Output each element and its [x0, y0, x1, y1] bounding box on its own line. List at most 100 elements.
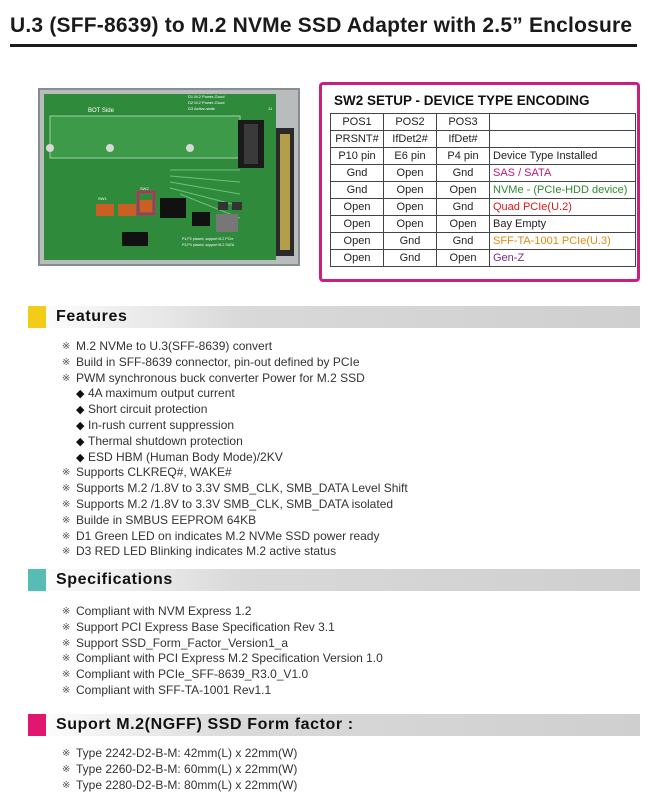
specifications-heading: Specifications — [56, 571, 173, 588]
sff8639-pins — [280, 134, 290, 250]
list-item: ※ D3 RED LED Blinking indicates M.2 activ… — [62, 544, 408, 560]
reference-mark-icon: ※ — [62, 606, 71, 617]
list-item-text: D3 RED LED Blinking indicates M.2 active… — [76, 544, 337, 559]
reference-mark-icon: ※ — [62, 530, 71, 542]
silk-sw1: SW1 — [98, 196, 107, 201]
list-item: ※ Compliant with NVM Express 1.2 — [62, 604, 383, 620]
list-item: ※Type 2260-D2-B-M: 60mm(L) x 22mm(W) — [62, 762, 297, 778]
pcb-drawing: BOT Side D1 M.2 Power-Good D2 M.2 Power-… — [44, 94, 294, 260]
mount-hole — [46, 144, 54, 152]
list-item-text: Type 2280-D2-B-M: 80mm(L) x 22mm(W) — [76, 777, 298, 792]
pin-header — [122, 232, 148, 246]
diamond-bullet-icon: ◆ — [76, 418, 85, 432]
list-item: ※ Compliant with SFF-TA-1001 Rev1.1 — [62, 683, 383, 699]
pos3-cell: Open — [436, 249, 490, 267]
m2-slot-area — [49, 115, 241, 159]
silk-note-2: P3,P4 placed, support M.2 SATA — [182, 243, 235, 247]
device-type-cell: NVMe - (PCIe-HDD device) — [489, 181, 636, 199]
title-underline — [10, 44, 637, 47]
silk-sw2: SW2 — [140, 186, 149, 191]
list-item-text: PWM synchronous buck converter Power for… — [76, 370, 365, 385]
mount-hole — [106, 144, 114, 152]
ic-chip — [192, 212, 210, 226]
sw2-dip-switch — [140, 200, 152, 212]
pos1-cell: Gnd — [330, 164, 384, 182]
reference-mark-icon: ※ — [62, 372, 71, 384]
reference-mark-icon: ※ — [62, 669, 71, 681]
list-item-text: Support PCI Express Base Specification R… — [76, 619, 335, 634]
pcb-traces — [169, 169, 241, 219]
pos3-cell: Gnd — [436, 164, 490, 182]
device-type-cell — [489, 130, 636, 148]
pos1-cell: POS1 — [330, 113, 384, 131]
list-item: ※Supports CLKREQ#, WAKE# — [62, 465, 408, 481]
form-factor-heading: Suport M.2(NGFF) SSD Form factor : — [56, 716, 354, 733]
m2-connector-slot — [244, 124, 258, 164]
pos1-cell: PRSNT# — [330, 130, 384, 148]
reference-mark-icon: ※ — [62, 356, 71, 368]
reference-mark-icon: ※ — [62, 467, 71, 479]
list-subitem: ◆4A maximum output current — [62, 386, 408, 402]
reference-mark-icon: ※ — [62, 653, 71, 665]
reference-mark-icon: ※ — [62, 498, 71, 510]
pos2-cell: Open — [383, 198, 437, 216]
form-factor-marker — [28, 714, 46, 736]
device-type-cell: Gen-Z — [489, 249, 636, 267]
list-item: ※Support PCI Express Base Specification … — [62, 620, 383, 636]
device-type-cell: Device Type Installed — [489, 147, 636, 165]
list-item-text: M.2 NVMe to U.3(SFF-8639) convert — [76, 339, 273, 353]
list-item: ※Supports M.2 /1.8V to 3.3V SMB_CLK, SMB… — [62, 481, 408, 497]
list-subitem: ◆Short circuit protection — [62, 402, 408, 418]
list-item-text: Thermal shutdown protection — [88, 433, 243, 448]
device-type-cell: SAS / SATA — [489, 164, 636, 182]
list-item-text: Supports M.2 /1.8V to 3.3V SMB_CLK, SMB_… — [76, 481, 408, 496]
pos2-cell: IfDet2# — [383, 130, 437, 148]
diamond-bullet-icon: ◆ — [76, 403, 85, 417]
list-item: ※ D1 Green LED on indicates M.2 NVMe SSD … — [62, 529, 408, 545]
pos1-cell: P10 pin — [330, 147, 384, 165]
list-item: ※ Support SSD_Form_Factor_Version1_a — [62, 636, 383, 652]
reference-mark-icon: ※ — [62, 514, 71, 526]
silk-d3: D3 Active-state — [188, 106, 216, 111]
pos2-cell: Open — [383, 164, 437, 182]
list-item-text: Compliant with SFF-TA-1001 Rev1.1 — [76, 682, 272, 697]
reference-mark-icon: ※ — [62, 684, 71, 696]
features-heading: Features — [56, 308, 128, 325]
pos2-cell: POS2 — [383, 113, 437, 131]
specifications-marker — [28, 569, 46, 591]
list-item: ※ Build in SFF-8639 connector, pin-out de… — [62, 355, 408, 371]
specifications-header: Specifications — [28, 569, 640, 591]
list-item-text: Type 2260-D2-B-M: 60mm(L) x 22mm(W) — [76, 761, 298, 776]
form-factor-header: Suport M.2(NGFF) SSD Form factor : — [28, 714, 640, 736]
features-header: Features — [28, 306, 640, 328]
list-item-text: Support SSD_Form_Factor_Version1_a — [76, 635, 289, 650]
reference-mark-icon: ※ — [62, 637, 71, 649]
diamond-bullet-icon: ◆ — [76, 450, 85, 464]
features-marker — [28, 306, 46, 328]
list-item: ※ Compliant with PCIe_SFF-8639_R3.0_V1.0 — [62, 667, 383, 683]
inductor — [216, 214, 238, 232]
list-item: ※ PWM synchronous buck converter Power fo… — [62, 371, 408, 387]
reference-mark-icon: ※ — [62, 546, 71, 558]
pos3-cell: Open — [436, 181, 490, 199]
ic-chip — [160, 198, 186, 218]
pos3-cell: IfDet# — [436, 130, 490, 148]
list-item-text: ESD HBM (Human Body Mode)/2KV — [88, 449, 283, 464]
list-item: ※ Type 2280-D2-B-M: 80mm(L) x 22mm(W) — [62, 778, 297, 794]
reference-mark-icon: ※ — [62, 779, 71, 791]
list-item-text: Compliant with PCIe_SFF-8639_R3.0_V1.0 — [76, 667, 309, 682]
list-item-text: Short circuit protection — [88, 402, 208, 417]
list-subitem: ◆In-rush current suppression — [62, 418, 408, 434]
list-item: ※Type 2242-D2-B-M: 42mm(L) x 22mm(W) — [62, 746, 297, 762]
list-item-text: Compliant with NVM Express 1.2 — [76, 604, 252, 618]
sw-dip-switch — [118, 204, 136, 216]
list-item-text: Build in SFF-8639 connector, pin-out def… — [76, 354, 360, 369]
pos1-cell: Open — [330, 215, 384, 233]
list-item-text: D1 Green LED on indicates M.2 NVMe SSD p… — [76, 528, 380, 543]
